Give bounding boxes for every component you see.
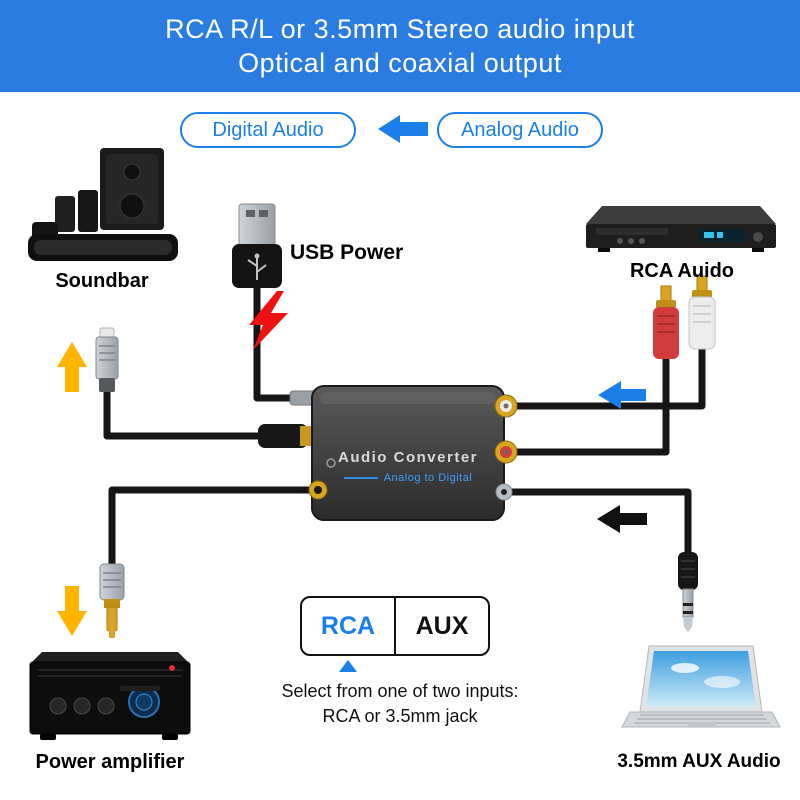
selector-option-aux: AUX (415, 611, 469, 640)
input-selector-box: RCA AUX (300, 596, 490, 656)
usb-power-label: USB Power (290, 241, 404, 264)
optical-connector-icon (95, 327, 119, 392)
rca-red-cable (512, 352, 670, 456)
soundbar-label: Soundbar (55, 270, 149, 292)
selector-option-rca: RCA (302, 598, 396, 654)
converter-title: Audio Converter (337, 449, 478, 466)
analog-audio-pill: Analog Audio (437, 112, 603, 148)
down-arrow-icon (57, 586, 87, 636)
blue-left-arrow-icon (598, 381, 646, 409)
selector-help-line1: Select from one of two inputs: (281, 681, 519, 701)
aux-audio-label: 3.5mm AUX Audio (617, 751, 781, 772)
digital-audio-label: Digital Audio (212, 118, 324, 141)
rca-plug-red-icon (653, 285, 679, 359)
cables-layer (103, 280, 706, 570)
laptop-image (621, 645, 781, 728)
dvd-player-image (586, 206, 776, 252)
power-amplifier-image (29, 652, 191, 740)
aux-cable (508, 488, 692, 558)
black-left-arrow-icon (597, 505, 647, 533)
aux-plug-icon (678, 552, 698, 632)
rca-audio-label: RCA Auido (629, 260, 735, 282)
rca-white-cable (512, 342, 706, 410)
converter-front-text: Audio Converter Analog to Digital (312, 449, 504, 484)
digital-audio-pill: Digital Audio (180, 112, 356, 148)
selector-help-line2: RCA or 3.5mm jack (322, 706, 478, 726)
power-amplifier-label: Power amplifier (35, 751, 185, 773)
optical-cable (103, 384, 266, 440)
selector-pointer-icon (339, 660, 357, 672)
coax-cable (108, 486, 316, 570)
rca-plug-white-icon (688, 275, 716, 350)
header-banner: RCA R/L or 3.5mm Stereo audio input Opti… (0, 0, 800, 92)
usb-plug-icon (232, 203, 282, 288)
soundbar-image (28, 148, 178, 261)
converter-underline (343, 477, 378, 479)
audio-converter-device (258, 385, 518, 521)
coax-connector-icon (99, 563, 125, 638)
analog-audio-label: Analog Audio (461, 118, 579, 141)
header-line1: RCA R/L or 3.5mm Stereo audio input (165, 13, 635, 44)
lightning-bolt-icon (249, 291, 288, 350)
converter-subtitle: Analog to Digital (383, 472, 473, 484)
flow-left-arrow-icon (378, 115, 428, 143)
up-arrow-icon (57, 342, 87, 392)
header-line2: Optical and coaxial output (238, 47, 562, 78)
